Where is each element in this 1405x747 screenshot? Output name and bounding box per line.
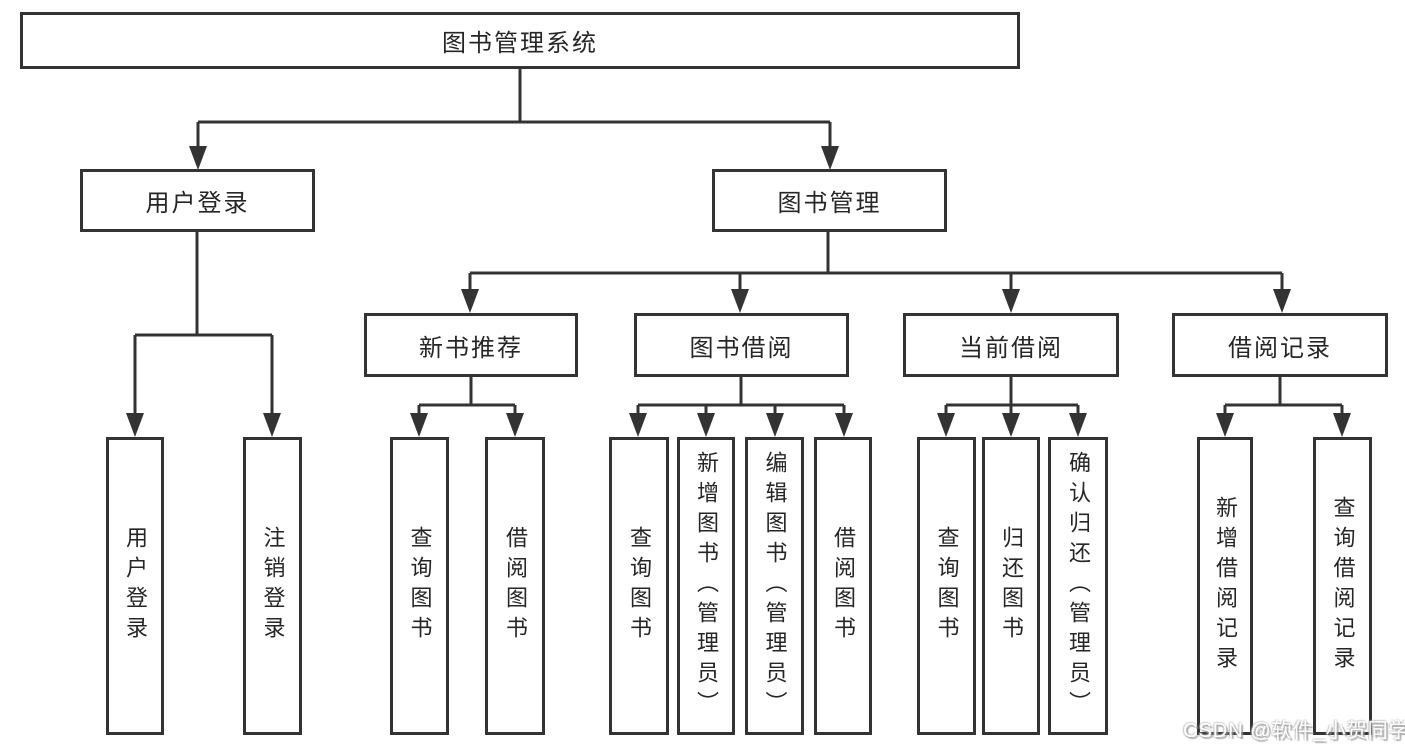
leaf-user-login: 用户登录 xyxy=(106,437,164,735)
node-label: 图书借阅 xyxy=(689,334,794,362)
node-label: 新增图书（管理员） xyxy=(694,451,719,721)
leaf-query-books-current: 查询图书 xyxy=(917,437,976,735)
node-label: 确认归还（管理员） xyxy=(1066,451,1091,721)
leaf-query-books-borrowing: 查询图书 xyxy=(609,437,669,735)
node-label: 借阅图书 xyxy=(831,526,856,646)
node-label: 查询图书 xyxy=(407,526,433,646)
connector-book-borrowing-group xyxy=(636,377,846,417)
node-label: 新增借阅记录 xyxy=(1213,496,1238,676)
node-book-management: 图书管理 xyxy=(712,169,947,232)
node-label: 当前借阅 xyxy=(959,334,1063,362)
leaf-query-books-recommend: 查询图书 xyxy=(390,437,449,735)
leaf-confirm-return-admin: 确认归还（管理员） xyxy=(1048,437,1108,735)
node-label: 归还图书 xyxy=(999,526,1024,646)
leaf-query-borrowing-record: 查询借阅记录 xyxy=(1313,437,1372,735)
node-label: 编辑图书（管理员） xyxy=(762,451,788,721)
node-label: 借阅图书 xyxy=(503,526,528,646)
connector-user-login-group xyxy=(133,232,274,417)
leaf-return-books: 归还图书 xyxy=(982,437,1040,735)
node-label: 新书推荐 xyxy=(419,334,523,362)
node-new-book-recommendation: 新书推荐 xyxy=(364,313,578,377)
connector-current-borrowing-group xyxy=(944,377,1080,417)
node-label: 查询图书 xyxy=(934,526,960,646)
node-label: 图书管理系统 xyxy=(442,30,598,57)
node-label: 查询借阅记录 xyxy=(1330,496,1356,676)
node-book-borrowing: 图书借阅 xyxy=(634,313,849,377)
connector-root-to-level2 xyxy=(196,68,832,150)
leaf-add-books-admin: 新增图书（管理员） xyxy=(677,437,735,735)
node-label: 用户登录 xyxy=(145,190,250,217)
arrowheads xyxy=(126,146,1351,437)
leaf-edit-books-admin: 编辑图书（管理员） xyxy=(745,437,804,735)
node-library-management-system: 图书管理系统 xyxy=(20,12,1020,69)
connector-new-book-recommendation-group xyxy=(417,377,517,417)
csdn-watermark: CSDN @软件_小贺同学 xyxy=(1183,720,1405,742)
node-label: 用户登录 xyxy=(123,526,148,646)
leaf-logout-login: 注销登录 xyxy=(243,437,302,735)
connector-book-management-group xyxy=(468,232,1284,293)
leaf-borrow-books-borrowing: 借阅图书 xyxy=(814,437,872,735)
node-label: 查询图书 xyxy=(627,526,652,646)
node-user-login: 用户登录 xyxy=(80,169,315,232)
leaf-add-borrowing-record: 新增借阅记录 xyxy=(1197,437,1253,735)
leaf-borrow-books-recommend: 借阅图书 xyxy=(485,437,545,735)
node-label: 借阅记录 xyxy=(1228,334,1332,362)
node-label: 图书管理 xyxy=(777,190,882,217)
node-borrowing-records: 借阅记录 xyxy=(1172,313,1388,377)
node-current-borrowing: 当前借阅 xyxy=(903,313,1119,377)
node-label: 注销登录 xyxy=(260,526,286,646)
connector-borrowing-records-group xyxy=(1223,377,1344,417)
